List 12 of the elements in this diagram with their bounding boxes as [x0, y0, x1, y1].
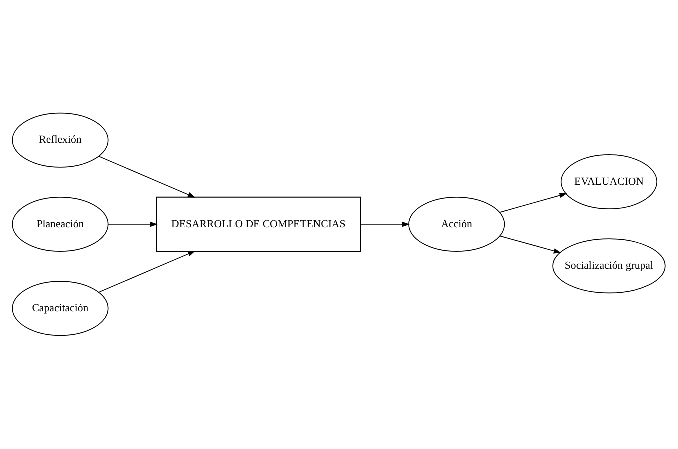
arrow [98, 251, 196, 293]
arrow [98, 156, 196, 198]
node-ellipse: EVALUACION [560, 154, 658, 210]
arrow [360, 222, 410, 228]
node-ellipse: Reflexión [12, 112, 109, 168]
arrow [500, 236, 562, 254]
node-ellipse: Capacitación [12, 281, 109, 336]
arrow [108, 222, 158, 228]
arrow [500, 193, 568, 213]
node-ellipse: Planeación [12, 197, 109, 252]
node-ellipse: Acción [408, 197, 506, 252]
node-box: DESARROLLO DE COMPETENCIAS [156, 196, 362, 252]
